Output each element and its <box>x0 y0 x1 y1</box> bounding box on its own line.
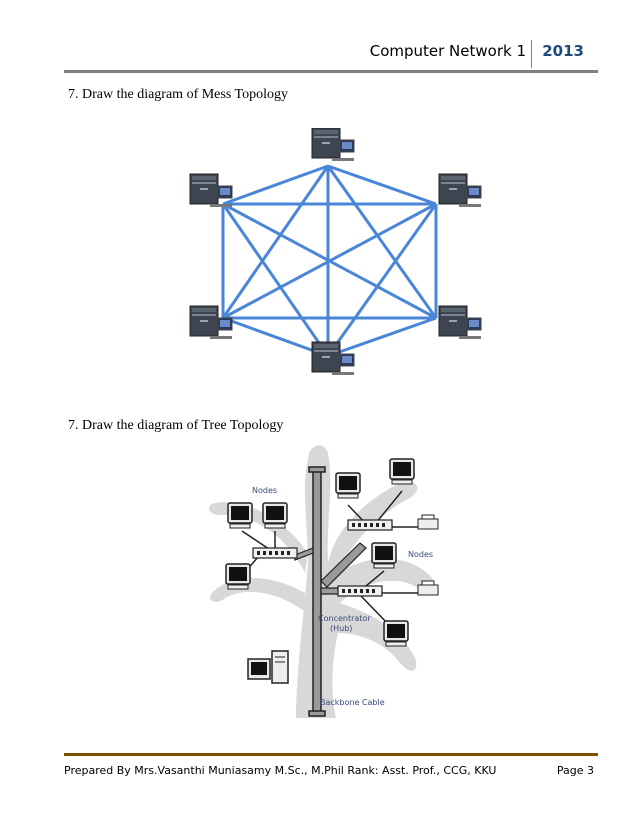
computer-icon <box>225 563 251 590</box>
computer-icon <box>438 173 482 208</box>
computer-icon <box>335 472 361 499</box>
label-nodes-top: Nodes <box>252 486 277 495</box>
hub-upper-right <box>347 519 393 531</box>
computer-icon <box>389 458 415 485</box>
question-mesh-topology: 7. Draw the diagram of Mess Topology <box>68 87 289 102</box>
computer-icon <box>383 620 409 647</box>
label-concentrator: Concentrator <box>318 614 371 623</box>
computer-icon <box>262 502 288 529</box>
computer-icon <box>227 502 253 529</box>
computer-icon <box>371 542 397 569</box>
concentrator-hub <box>337 585 383 597</box>
footer-author: Prepared By Mrs.Vasanthi Muniasamy M.Sc.… <box>64 764 497 777</box>
header-year: 2013 <box>542 42 584 60</box>
tree-silhouette <box>296 445 435 718</box>
mesh-topology-diagram <box>189 128 482 376</box>
header-separator <box>531 40 532 68</box>
printer-icon <box>417 514 439 530</box>
mesh-links <box>221 164 438 358</box>
server-icon <box>247 650 289 684</box>
computer-icon <box>311 128 355 162</box>
label-nodes-right: Nodes <box>408 550 433 559</box>
computer-icon <box>438 305 482 340</box>
tree-topology-diagram: Nodes Nodes Concentrator (Hub) Backbone … <box>208 445 439 718</box>
label-hub: (Hub) <box>330 624 352 633</box>
computer-icon <box>311 341 355 376</box>
header-title: Computer Network 1 <box>369 42 526 60</box>
page-number: Page 3 <box>556 764 594 777</box>
computer-icon <box>189 305 233 340</box>
hub-left <box>252 547 298 559</box>
page-footer: Prepared By Mrs.Vasanthi Muniasamy M.Sc.… <box>64 753 598 796</box>
label-backbone: Backbone Cable <box>320 698 385 707</box>
printer-icon <box>417 580 439 596</box>
question-tree-topology: 7. Draw the diagram of Tree Topology <box>68 418 284 433</box>
page-header: Computer Network 1 2013 <box>64 38 598 73</box>
